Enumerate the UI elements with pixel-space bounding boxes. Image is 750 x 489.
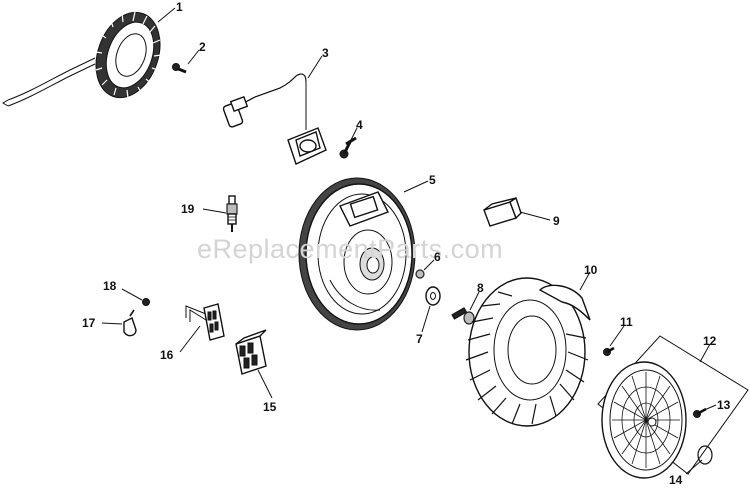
washer-part-7[interactable] xyxy=(425,286,441,306)
watermark-text: eReplacementParts.com xyxy=(197,234,503,264)
callout-19: 19 xyxy=(181,202,195,216)
callout-3: 3 xyxy=(322,46,329,60)
screw-part-11[interactable] xyxy=(603,346,615,356)
callout-9: 9 xyxy=(553,214,560,228)
callout-6: 6 xyxy=(434,250,441,264)
callout-16: 16 xyxy=(160,348,174,362)
callout-14: 14 xyxy=(669,473,683,487)
callout-12: 12 xyxy=(703,334,717,348)
screw-part-4[interactable] xyxy=(339,136,357,159)
stator-part[interactable] xyxy=(2,3,171,107)
callout-13: 13 xyxy=(717,398,731,412)
callout-7: 7 xyxy=(416,332,423,346)
callout-8: 8 xyxy=(477,281,484,295)
washer-part-6[interactable] xyxy=(415,269,425,279)
rectifier-part[interactable] xyxy=(483,196,522,227)
connector-part-15[interactable] xyxy=(235,329,267,375)
callout-18: 18 xyxy=(103,279,117,293)
callout-4: 4 xyxy=(356,118,363,132)
bolt-part-8[interactable] xyxy=(451,307,475,325)
callout-17: 17 xyxy=(82,316,96,330)
callout-10: 10 xyxy=(584,263,598,277)
screw-part-2[interactable] xyxy=(172,63,187,74)
ignition-module-part[interactable] xyxy=(222,73,327,165)
flywheel-part[interactable] xyxy=(298,177,416,331)
spark-plug-part[interactable] xyxy=(226,195,238,232)
callout-1: 1 xyxy=(176,0,183,14)
callout-5: 5 xyxy=(429,173,436,187)
clamp-part-17[interactable] xyxy=(123,309,137,337)
clip-part-14[interactable] xyxy=(697,445,713,465)
callout-15: 15 xyxy=(263,400,277,414)
wire-harness-part[interactable] xyxy=(185,303,225,341)
grass-screen-part[interactable] xyxy=(597,335,749,479)
callout-11: 11 xyxy=(620,315,633,329)
callout-numbers: 1 2 3 4 5 6 7 8 9 10 11 12 13 14 15 16 1… xyxy=(82,0,731,487)
blower-fan-part[interactable] xyxy=(465,277,591,427)
callout-2: 2 xyxy=(199,40,206,54)
nut-part-18[interactable] xyxy=(142,298,150,306)
callout-leaders xyxy=(101,7,717,475)
